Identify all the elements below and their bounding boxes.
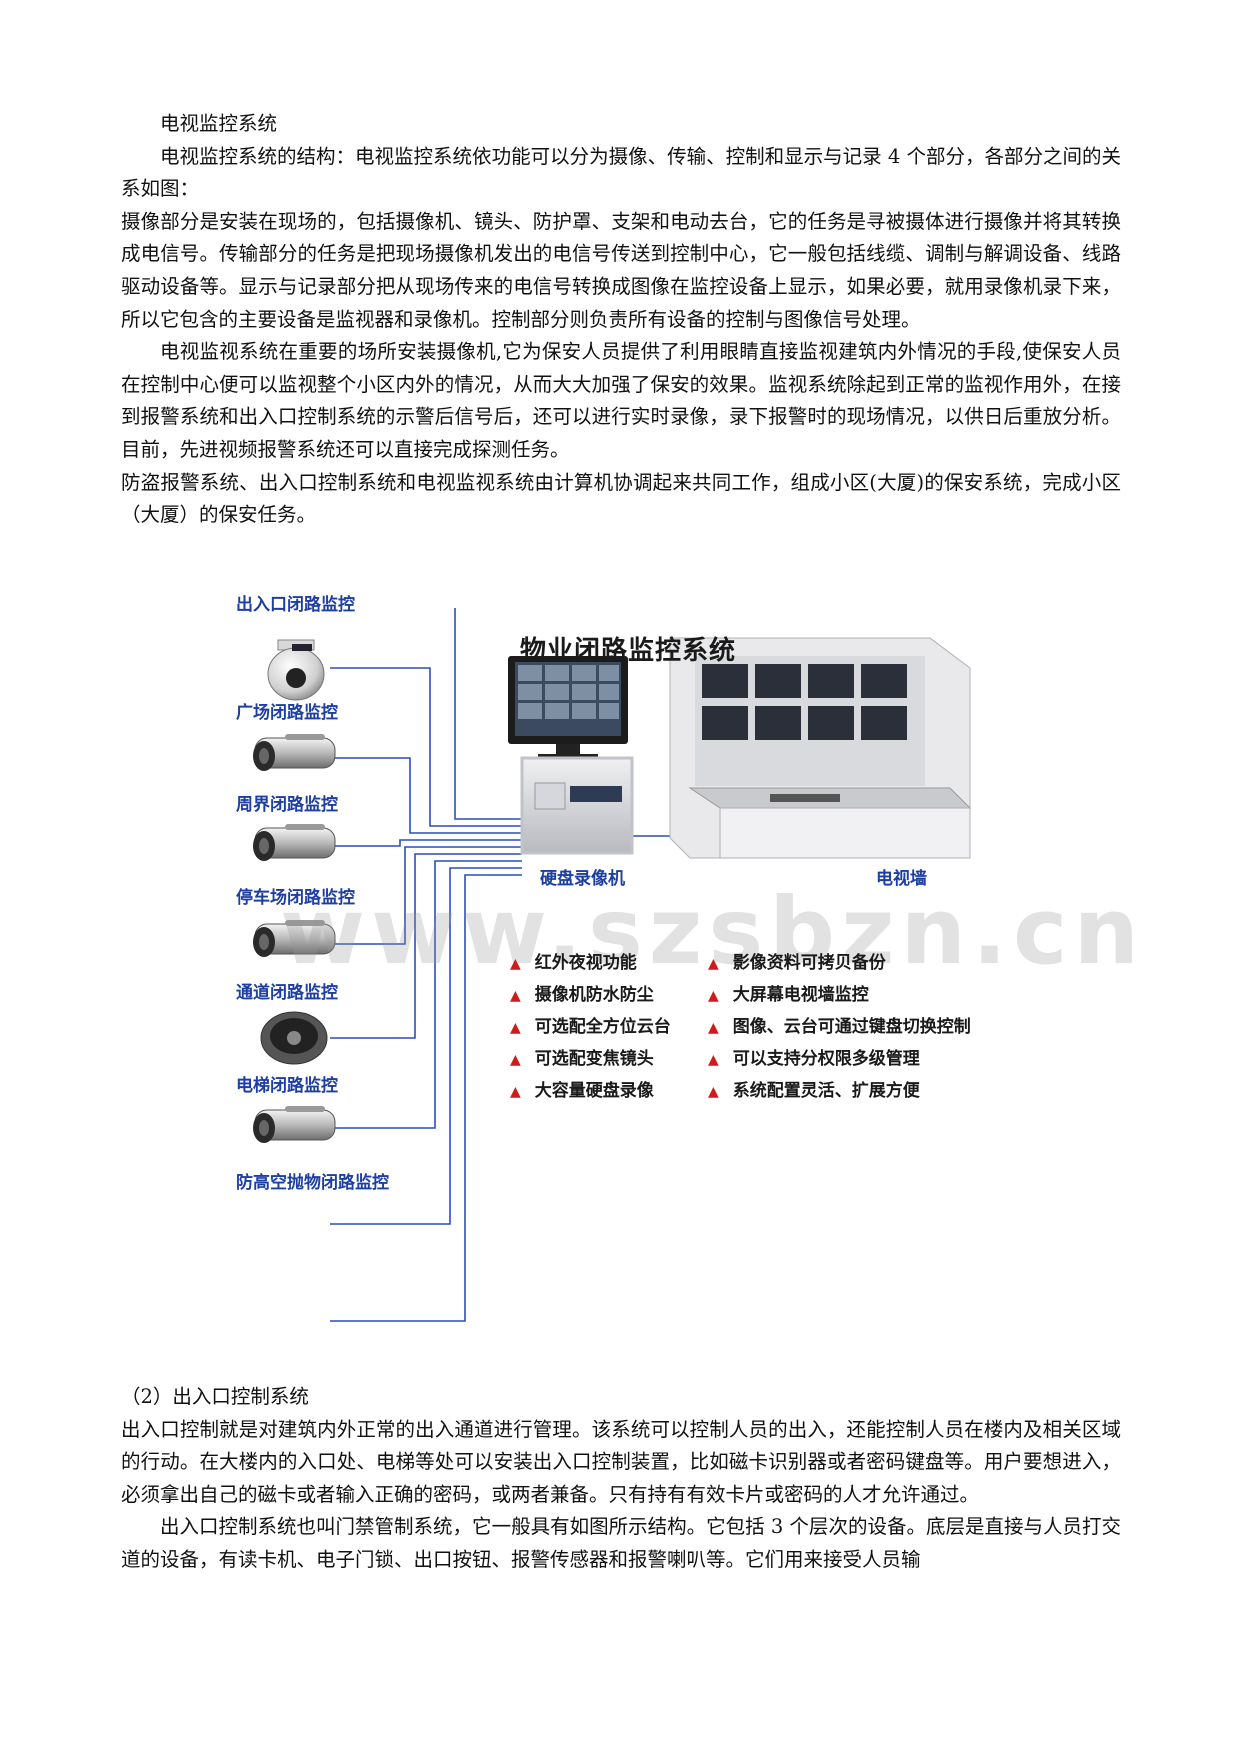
feature-item: ▲系统配置灵活、扩展方便 (708, 1081, 920, 1101)
bullet-icon: ▲ (510, 1052, 521, 1068)
feature-item: ▲大容量硬盘录像 (510, 1081, 654, 1101)
feature-item: ▲大屏幕电视墙监控 (708, 985, 869, 1005)
bullet-icon: ▲ (510, 956, 521, 972)
tv-wall-icon (669, 637, 972, 859)
section-heading: 电视监控系统 (160, 112, 278, 135)
camera-label: 出入口闭路监控 (236, 595, 355, 615)
bullet-icon: ▲ (510, 988, 521, 1004)
feature-item: ▲影像资料可拷贝备份 (708, 953, 886, 973)
dome-camera-icon (260, 1011, 328, 1065)
bullet-camera-icon (253, 824, 336, 861)
bullet-icon: ▲ (708, 1084, 719, 1100)
bullet-camera-icon (253, 1106, 336, 1143)
paragraph: 防盗报警系统、出入口控制系统和电视监视系统由计算机协调起来共同工作，组成小区(大… (121, 470, 1121, 527)
tvwall-label: 电视墙 (876, 869, 927, 889)
bullet-icon: ▲ (708, 956, 719, 972)
bullet-icon: ▲ (708, 1020, 719, 1036)
bullet-camera-icon (253, 734, 336, 771)
paragraph: 电视监控系统的结构：电视监控系统依功能可以分为摄像、传输、控制和显示与记录 4 … (121, 144, 1121, 201)
access-control-section: （2）出入口控制系统 出入口控制就是对建筑内外正常的出入通道进行管理。该系统可以… (121, 1381, 1121, 1577)
paragraph: 电视监视系统在重要的场所安装摄像机,它为保安人员提供了利用眼睛直接监视建筑内外情… (121, 340, 1121, 461)
dvr-label: 硬盘录像机 (540, 869, 625, 889)
connection-lines (330, 608, 720, 1322)
intro-section: 电视监控系统 电视监控系统的结构：电视监控系统依功能可以分为摄像、传输、控制和显… (121, 108, 1121, 532)
feature-item: ▲摄像机防水防尘 (510, 985, 654, 1005)
paragraph: 出入口控制就是对建筑内外正常的出入通道进行管理。该系统可以控制人员的出入，还能控… (121, 1417, 1121, 1506)
diagram-title: 物业闭路监控系统 (520, 636, 737, 666)
paragraph: 出入口控制系统也叫门禁管制系统，它一般具有如图所示结构。它包括 3 个层次的设备… (121, 1515, 1121, 1571)
dome-camera-icon (267, 639, 325, 701)
camera-label: 停车场闭路监控 (236, 888, 355, 908)
feature-item: ▲红外夜视功能 (510, 953, 637, 973)
bullet-icon: ▲ (708, 988, 719, 1004)
camera-label: 防高空抛物闭路监控 (236, 1173, 389, 1193)
diagram-graphics (253, 608, 972, 1322)
cctv-system-diagram: 物业闭路监控系统 www.szsbzn.cn 出入口闭路监控 广场闭路监控 周界… (236, 595, 1139, 1348)
bullet-icon: ▲ (510, 1084, 521, 1100)
paragraph: 摄像部分是安装在现场的，包括摄像机、镜头、防护罩、支架和电动去台，它的任务是寻被… (121, 209, 1121, 331)
monitor-icon (508, 656, 628, 759)
feature-item: ▲图像、云台可通过键盘切换控制 (708, 1017, 971, 1037)
feature-item: ▲可选配变焦镜头 (510, 1049, 654, 1069)
section-heading: （2）出入口控制系统 (121, 1385, 309, 1408)
bullet-icon: ▲ (708, 1052, 719, 1068)
bullet-icon: ▲ (510, 1020, 521, 1036)
camera-label: 周界闭路监控 (236, 795, 338, 815)
dvr-box-icon (520, 756, 634, 855)
camera-label: 通道闭路监控 (236, 983, 338, 1003)
camera-label: 电梯闭路监控 (236, 1076, 338, 1096)
feature-item: ▲可选配全方位云台 (510, 1017, 671, 1037)
watermark-text: www.szsbzn.cn (280, 878, 1145, 985)
camera-label: 广场闭路监控 (236, 703, 338, 723)
feature-item: ▲可以支持分权限多级管理 (708, 1049, 920, 1069)
bullet-camera-icon (253, 920, 336, 957)
